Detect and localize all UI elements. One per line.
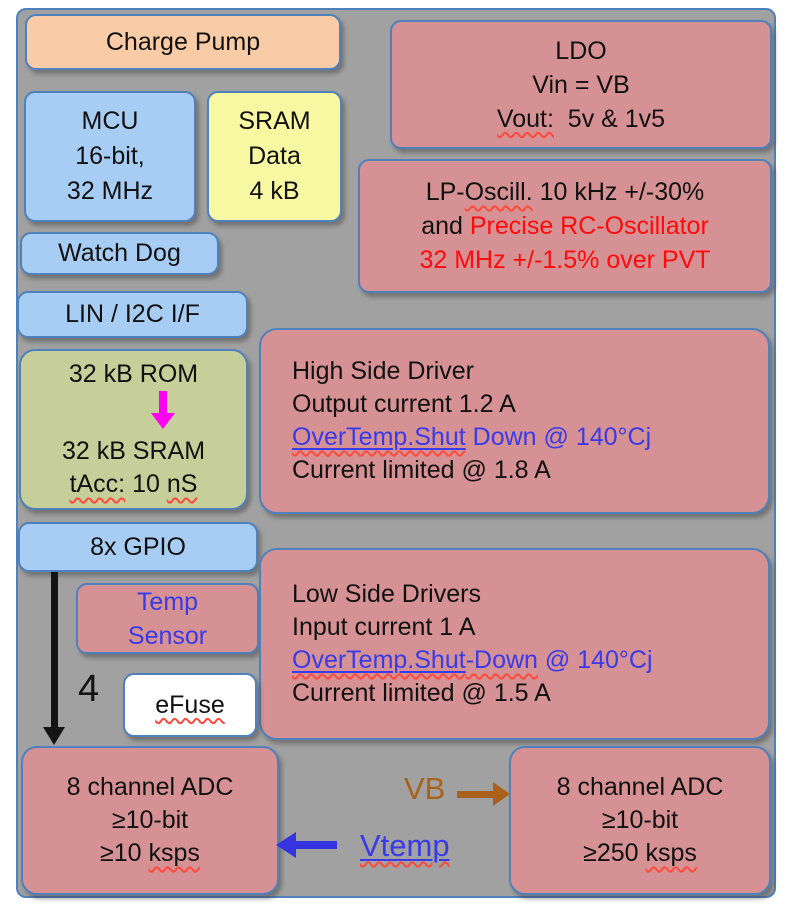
memory-block: 32 kB ROM 32 kB SRAM tAcc: 10 nS: [19, 349, 248, 510]
adc-left-bits: ≥10-bit: [111, 806, 189, 834]
vtemp-label: Vtemp: [360, 828, 450, 863]
gpio-block: 8x GPIO: [18, 522, 258, 572]
temp-sensor-block: Temp Sensor: [76, 583, 259, 654]
mcu-width: 16-bit,: [75, 142, 145, 170]
oscillator-block: LP-Oscill. 10 kHz +/-30% and Precise RC-…: [358, 159, 772, 293]
efuse-block: eFuse: [123, 673, 257, 737]
sram-type: Data: [248, 142, 301, 170]
high-side-driver-block: High Side Driver Output current 1.2 A Ov…: [259, 328, 770, 514]
adc-left-title: 8 channel ADC: [66, 773, 234, 801]
adc-right-rate: ≥250 ksps: [583, 839, 697, 867]
memory-tacc: tAcc: 10 nS: [69, 470, 198, 498]
memory-sram-label: 32 kB SRAM: [61, 437, 206, 465]
gpio-label: 8x GPIO: [90, 532, 186, 561]
watch-dog-block: Watch Dog: [20, 232, 219, 275]
lsd-current: Input current 1 A: [292, 613, 476, 641]
bus-width-label: 4: [78, 668, 100, 710]
adc-left-rate: ≥10 ksps: [100, 839, 200, 867]
lsd-overtemp: OverTemp.Shut-Down @ 140°Cj: [292, 646, 653, 674]
charge-pump-label: Charge Pump: [105, 27, 261, 56]
temp-sensor-line2: Sensor: [127, 621, 208, 650]
osc-line1: LP-Oscill. 10 kHz +/-30%: [425, 178, 705, 206]
sram-data-block: SRAM Data 4 kB: [207, 91, 342, 222]
rom-to-sram-arrow-shaft: [159, 391, 167, 414]
temp-sensor-line1: Temp: [136, 587, 199, 616]
watch-dog-label: Watch Dog: [58, 239, 181, 267]
ldo-block: LDO Vin = VB Vout: 5v & 1v5: [390, 20, 772, 149]
rom-label: 32 kB ROM: [68, 360, 199, 388]
chip-boundary-panel: Charge Pump LDO Vin = VB Vout: 5v & 1v5 …: [16, 8, 776, 898]
lin-i2c-block: LIN / I2C I/F: [17, 291, 248, 338]
lsd-title: Low Side Drivers: [292, 580, 481, 608]
osc-line2: and Precise RC-Oscillator: [421, 212, 709, 240]
mcu-clock: 32 MHz: [66, 177, 154, 205]
vb-label: VB: [404, 771, 446, 806]
vb-arrow-shaft: [457, 791, 497, 798]
mcu-block: MCU 16-bit, 32 MHz: [24, 91, 196, 222]
sram-size: 4 kB: [249, 177, 300, 205]
adc-high-speed-block: 8 channel ADC ≥10-bit ≥250 ksps: [509, 746, 771, 895]
charge-pump-block: Charge Pump: [25, 14, 341, 70]
mcu-name: MCU: [81, 107, 139, 135]
efuse-label: eFuse: [155, 690, 225, 719]
hsd-current: Output current 1.2 A: [292, 390, 516, 418]
gpio-to-adc-bus-shaft: [51, 572, 58, 729]
adc-low-speed-block: 8 channel ADC ≥10-bit ≥10 ksps: [21, 746, 279, 895]
hsd-overtemp: OverTemp.Shut Down @ 140°Cj: [292, 423, 652, 451]
vb-arrow-icon: [493, 782, 510, 806]
sram-name: SRAM: [238, 107, 311, 135]
ldo-title: LDO: [555, 36, 607, 65]
adc-right-bits: ≥10-bit: [601, 806, 679, 834]
low-side-driver-block: Low Side Drivers Input current 1 A OverT…: [259, 548, 770, 740]
lin-i2c-label: LIN / I2C I/F: [65, 300, 200, 328]
rom-to-sram-arrow-icon: [151, 413, 175, 429]
hsd-limit: Current limited @ 1.8 A: [292, 456, 551, 484]
lsd-limit: Current limited @ 1.5 A: [292, 679, 551, 707]
hsd-title: High Side Driver: [292, 357, 475, 385]
ldo-vout: Vout: 5v & 1v5: [496, 104, 666, 133]
vtemp-arrow-icon: [276, 832, 296, 858]
osc-line3: 32 MHz +/-1.5% over PVT: [419, 246, 711, 274]
gpio-to-adc-bus-arrow-icon: [43, 727, 65, 745]
vtemp-arrow-shaft: [294, 841, 337, 849]
adc-right-title: 8 channel ADC: [556, 773, 724, 801]
ldo-vin: Vin = VB: [532, 70, 630, 99]
